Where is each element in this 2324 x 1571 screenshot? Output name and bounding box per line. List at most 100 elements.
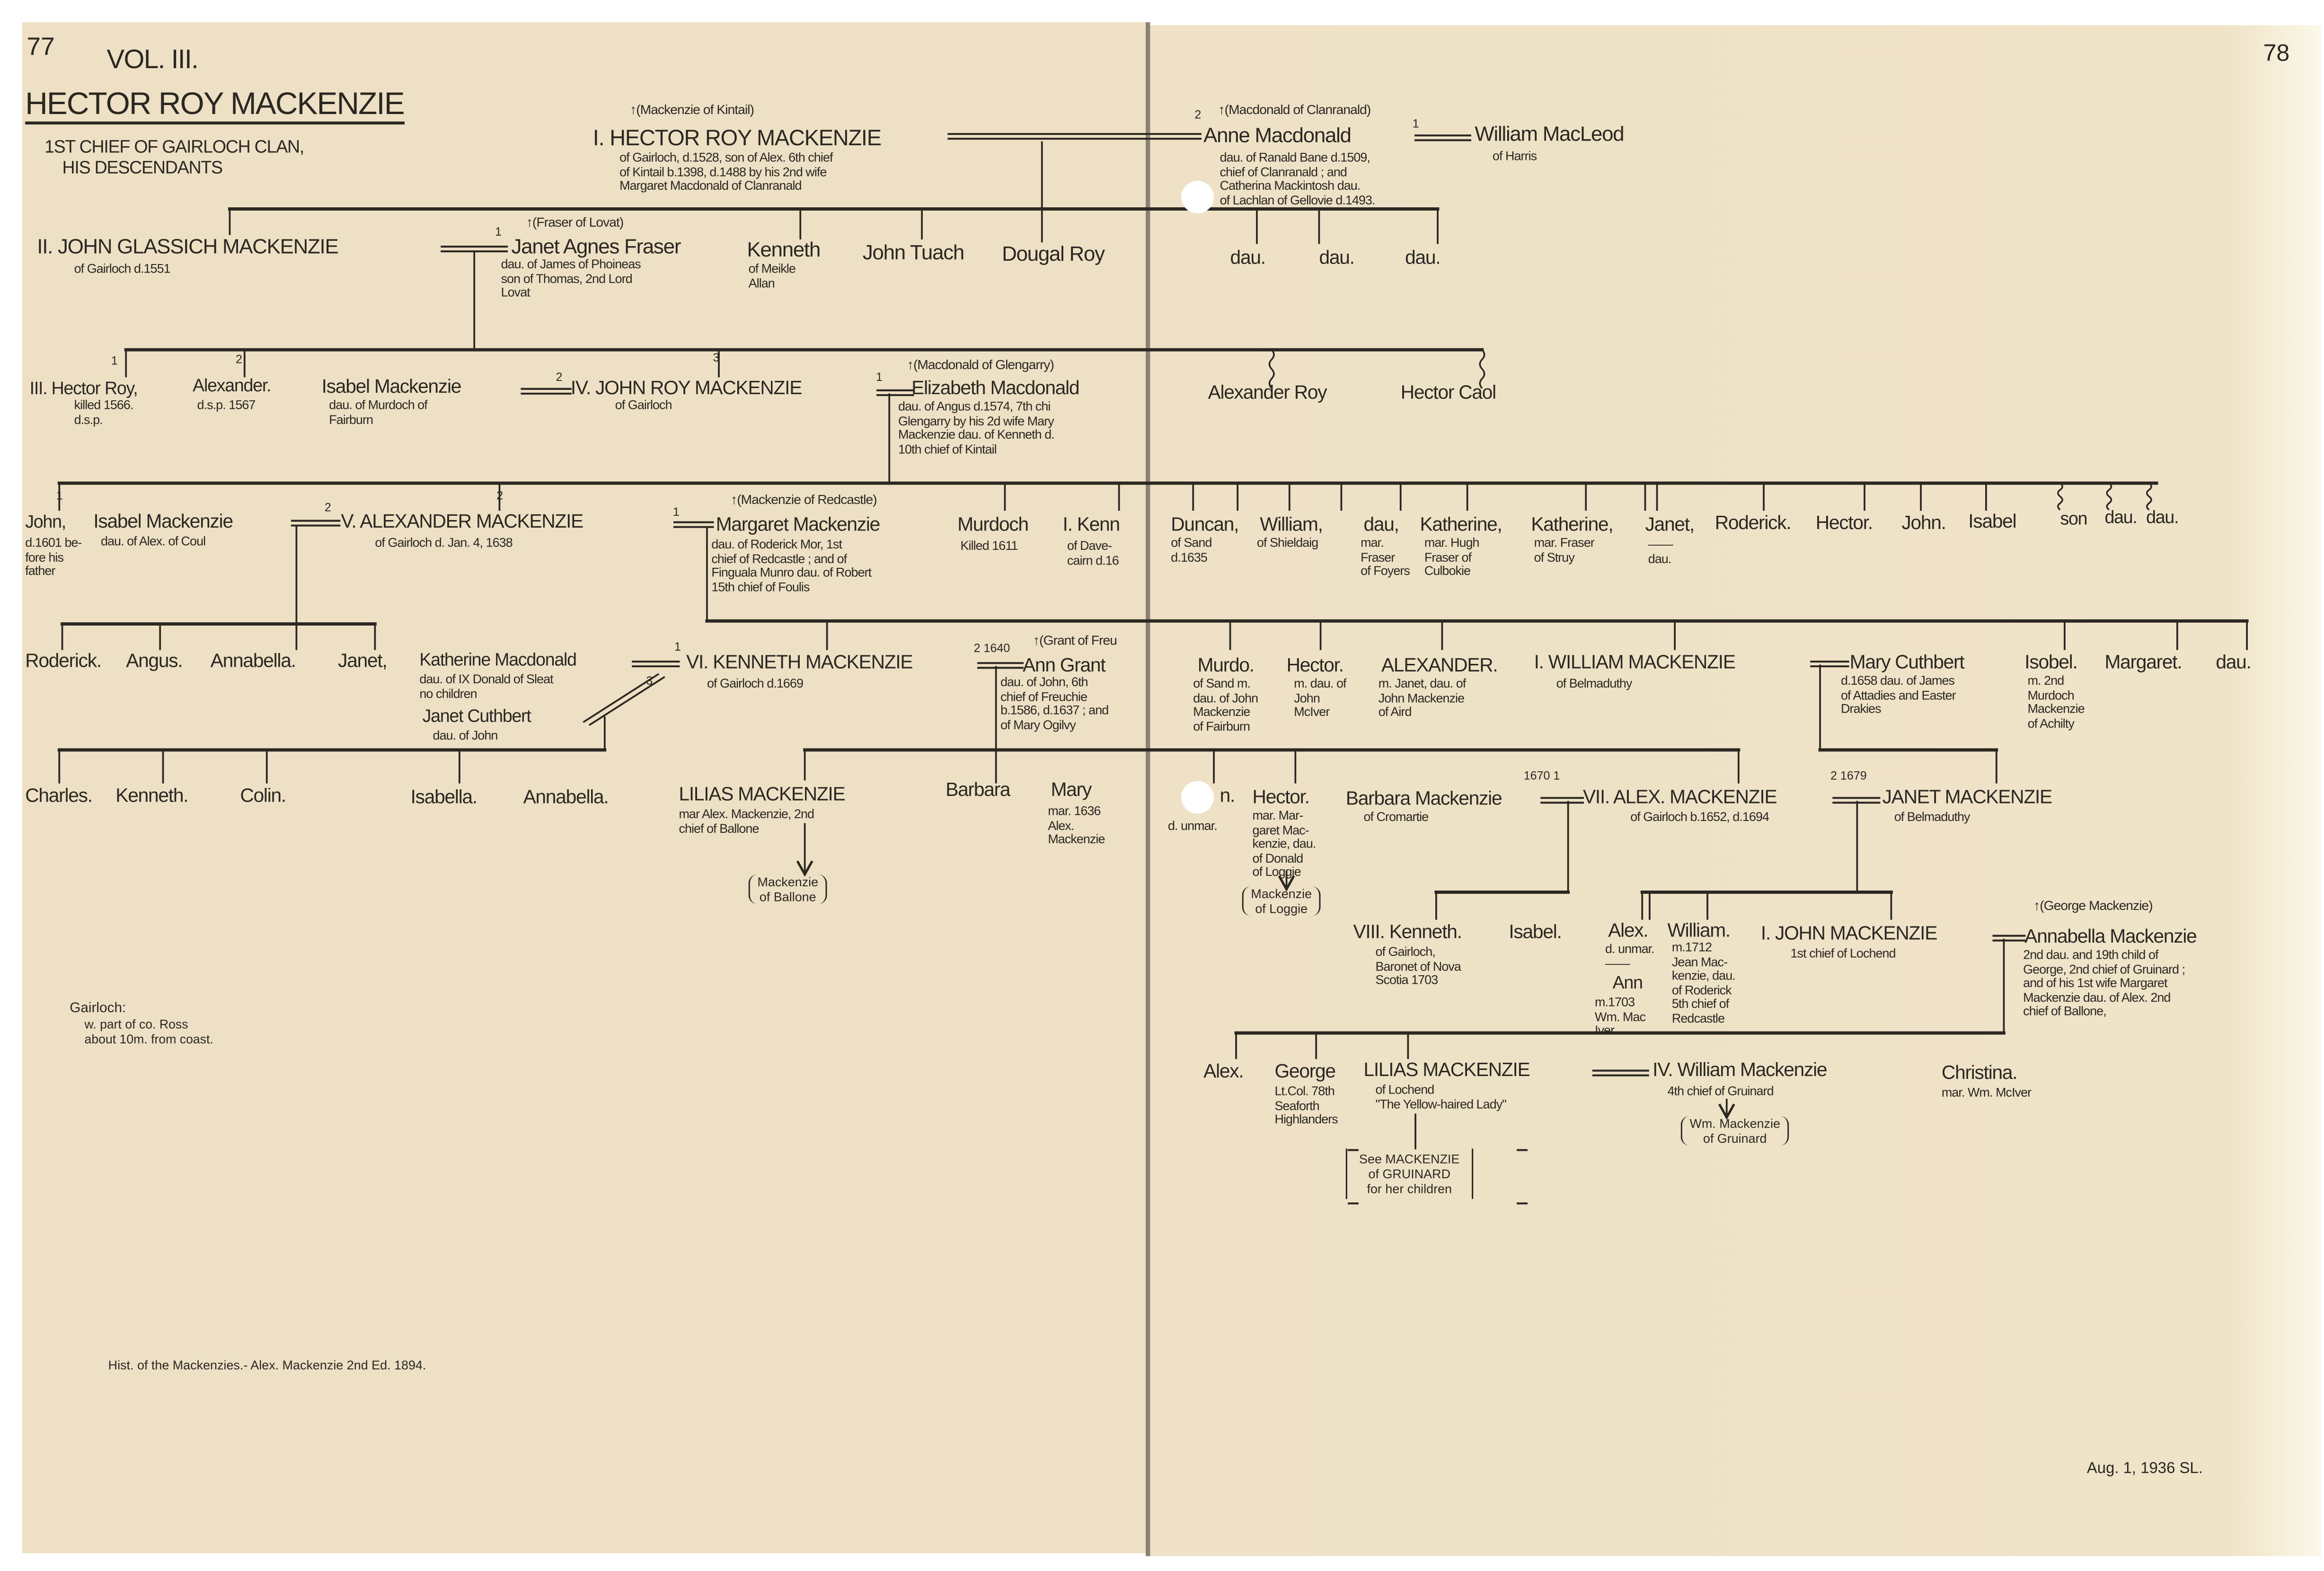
person-note: of Gairloch d.1551 [74,261,171,276]
person-note: dau. of John [433,727,498,743]
marriage-order-mark: 1 [672,505,680,519]
person-note: of Kintail b.1398, d.1488 by his 2nd wif… [619,164,827,179]
person-name: dau. [2104,507,2137,529]
marriage-order-mark: 2 [235,353,242,366]
person-name: John. [1901,511,1946,534]
person-name: Alex. [1608,918,1649,941]
person-name: William MacLeod [1475,122,1624,146]
person-note: of Lochend [1375,1082,1434,1097]
person-note: Glengarry by his 2d wife Mary [898,413,1054,428]
person-note: 2nd dau. and 19th child of [2023,947,2158,962]
gairloch-note-line: w. part of co. Ross [84,1016,188,1032]
person-name: II. JOHN GLASSICH MACKENZIE [37,234,338,258]
person-note: chief of Clanranald ; and [1219,164,1347,179]
lineage-reference: ↑(Mackenzie of Kintail) [630,102,754,117]
gairloch-note-line: Gairloch: [70,1000,126,1017]
person-note: mar. Fraser [1534,535,1595,550]
person-note: —— [1605,955,1630,971]
person-name: Ann [1612,972,1643,994]
person-name: I. WILLIAM MACKENZIE [1534,650,1736,673]
person-name: n. [1219,784,1236,806]
person-note: son of Thomas, 2nd Lord [501,270,633,286]
person-note: chief of Freuchie [1000,688,1087,704]
lineage-reference: ↑(Grant of Freu [1033,633,1117,648]
person-name: Roderick. [25,649,102,671]
person-name: VI. KENNETH MACKENZIE [686,650,913,673]
person-note: Killed 1611 [960,538,1018,553]
person-note: of Loggie [1252,865,1301,880]
person-name: son [2060,509,2087,530]
person-name: Margaret. [2104,650,2182,673]
date-signature: Aug. 1, 1936 SL. [2086,1460,2203,1478]
person-note: Redcastle [1671,1011,1725,1026]
person-note: John [1294,690,1320,705]
lineage-reference: ↑(Mackenzie of Redcastle) [731,492,877,507]
person-note: dau. of John [1193,690,1258,705]
person-note: Finguala Munro dau. of Robert [711,565,872,580]
person-note: Lovat [501,284,530,300]
person-name: Annabella. [523,785,609,808]
person-note: dau. of Ranald Bane d.1509, [1219,150,1370,165]
person-note: father [25,563,55,579]
person-name: Mary [1051,777,1092,800]
person-note: of Roderick [1671,982,1732,997]
person-note: 10th chief of Kintail [898,441,997,457]
person-note: John Mackenzie [1378,690,1465,705]
person-note: Scotia 1703 [1375,972,1438,988]
person-note: 1st chief of Lochend [1790,945,1896,961]
person-note: of Fairburn [1193,718,1250,733]
person-name: Barbara [946,777,1010,800]
person-name: Isabel Mackenzie [93,509,233,532]
lineage-reference: ↑(Macdonald of Clanranald) [1218,102,1371,117]
person-name: Janet Agnes Fraser [511,234,681,258]
person-note: 5th chief of [1671,996,1729,1012]
person-note: kenzie, dau. [1671,968,1736,983]
person-name: Alexander Roy [1208,380,1327,403]
person-note: m. dau. of [1294,676,1346,691]
chart-subtitle-1: 1ST CHIEF OF GAIRLOCH CLAN, [44,136,304,157]
descendant-reference-line: Wm. Mackenzie [1689,1116,1780,1131]
person-note: of Attadies and Easter [1840,687,1956,702]
person-name: ALEXANDER. [1381,653,1498,676]
person-note: dau. of Roderick Mor, 1st [711,536,842,552]
descendant-reference-line: of Gruinard [1703,1130,1767,1146]
person-name: dau. [1405,246,1440,268]
person-note: Mackenzie [2027,701,2085,716]
person-name: George [1274,1059,1336,1082]
punch-hole [1181,781,1214,814]
person-name: Charles. [25,784,93,806]
person-name: Isabella. [410,785,478,808]
person-name: Barbara Mackenzie [1345,786,1502,809]
punch-hole [1181,181,1214,214]
person-note: Wm. Mac [1595,1008,1646,1024]
right-page-number: 78 [2263,41,2290,67]
person-name: William. [1667,918,1731,941]
person-name: Murdoch [957,512,1029,535]
person-name: VIII. Kenneth. [1353,920,1462,943]
gairloch-note-line: about 10m. from coast. [84,1031,213,1047]
person-name: Annabella Mackenzie [2024,924,2197,947]
descent-arrow-head [1718,1103,1735,1120]
marriage-order-mark: 1 [876,371,883,384]
person-note: Margaret Macdonald of Clanranald [619,178,802,193]
descendant-reference-line: Mackenzie [757,874,819,890]
person-name: dau, [1363,512,1399,535]
person-note: Jean Mac- [1671,953,1728,969]
person-name: LILIAS MACKENZIE [1363,1058,1530,1080]
person-note: Fraser [1361,549,1395,565]
person-note: dau. of James of Phoineas [501,256,641,272]
person-note: and of his 1st wife Margaret [2023,975,2167,990]
person-name: John Tuach [862,240,964,265]
person-note: Mackenzie [1048,831,1105,847]
marriage-order-mark: 3 [713,351,720,365]
descent-arrow-head [796,860,813,877]
marriage-order-mark: 1 [111,354,118,368]
person-note: dau. of Angus d.1574, 7th chi [898,398,1051,414]
person-note: d.1658 dau. of James [1840,672,1955,688]
person-note: of Shieldaig [1256,535,1318,550]
person-note: Mackenzie dau. of Kenneth d. [898,427,1055,442]
person-note: Catherina Mackintosh dau. [1219,178,1361,193]
